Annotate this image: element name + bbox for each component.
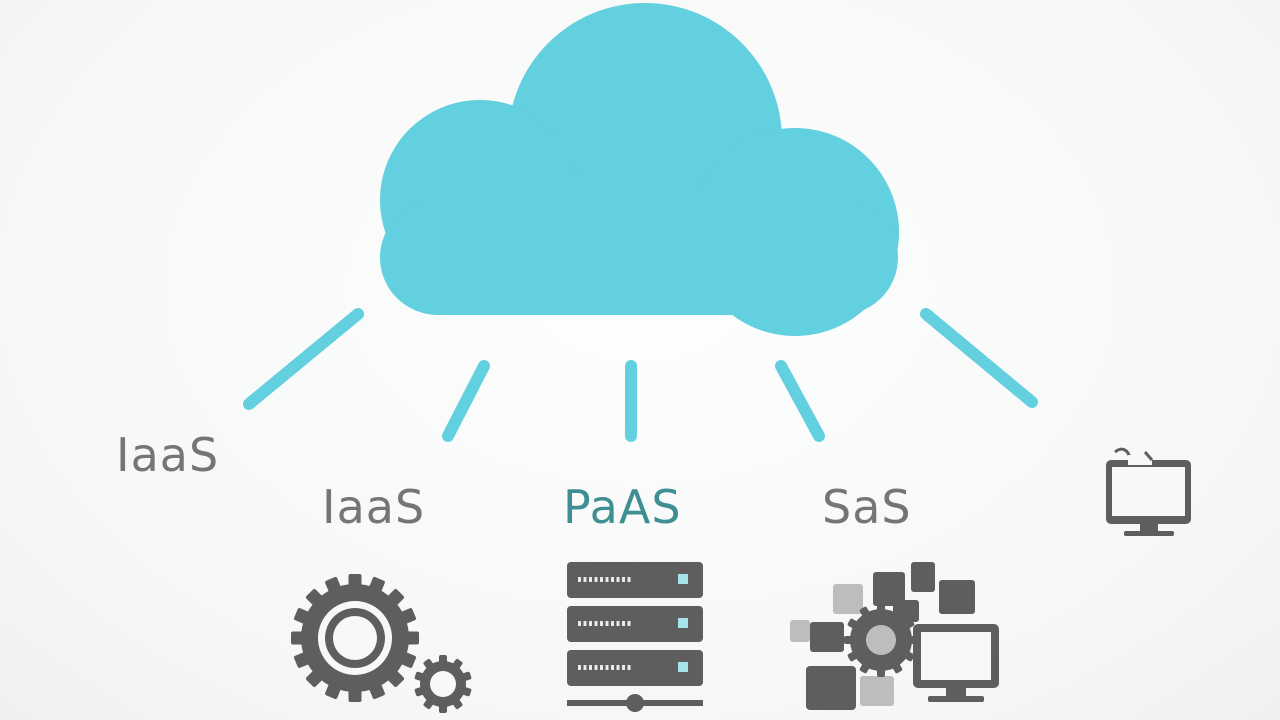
connector-line-1 [243, 308, 364, 410]
connector-line-4 [775, 360, 825, 442]
connector-lines [243, 308, 1038, 442]
service-label-iaas: IaaS [322, 480, 426, 534]
cloud-icon [380, 3, 899, 336]
monitor-icon [1106, 447, 1191, 536]
service-label-iaas-left: IaaS [116, 428, 220, 482]
service-label-sas: SaS [822, 480, 912, 534]
gears-icon [291, 574, 472, 713]
connector-line-2 [442, 360, 490, 442]
connector-line-5 [920, 308, 1038, 408]
software-collage-icon [790, 562, 999, 710]
service-label-paas: PaAS [563, 480, 682, 534]
server-rack-icon [567, 562, 703, 712]
